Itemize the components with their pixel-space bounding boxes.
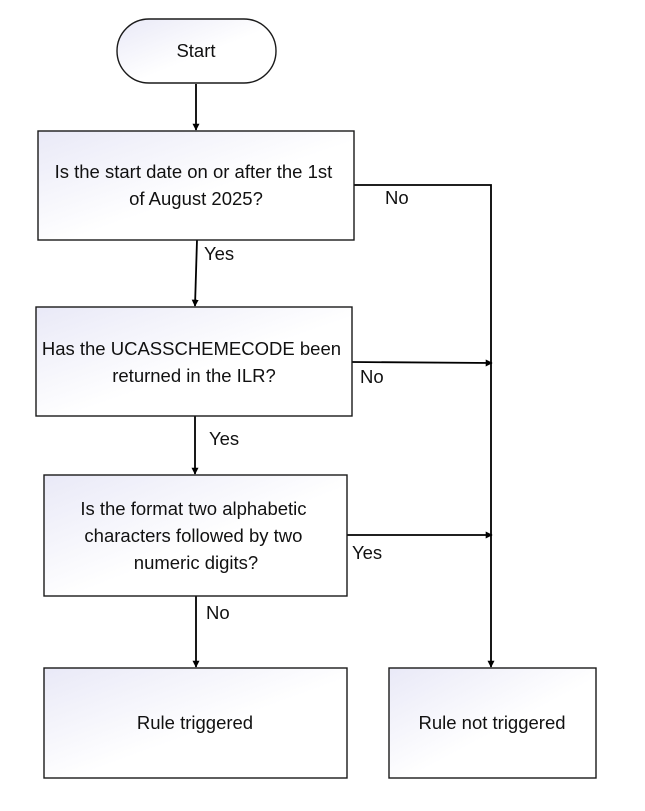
start-label: Start bbox=[176, 40, 215, 61]
edge-label-decision-1-no: No bbox=[385, 187, 409, 208]
start-node: Start bbox=[116, 18, 277, 84]
decision-1-line-1: Is the start date on or after the 1st bbox=[55, 161, 333, 182]
edge-decision-1-yes bbox=[191, 239, 199, 307]
outcome-not-triggered-box bbox=[388, 667, 597, 779]
edge-label-decision-1-yes: Yes bbox=[204, 243, 234, 264]
edge-label-decision-2-yes: Yes bbox=[209, 428, 239, 449]
decision-3-box bbox=[43, 474, 348, 597]
decision-2-text: Has the UCASSCHEMECODE been returned in … bbox=[42, 338, 346, 386]
decision-2-box bbox=[35, 306, 353, 417]
outcome-triggered-box bbox=[43, 667, 348, 779]
decision-3-node: Is the format two alphabetic characters … bbox=[43, 474, 348, 597]
edge-labels: Yes No Yes No Yes No bbox=[204, 187, 409, 623]
edge-decision-1-no bbox=[354, 184, 495, 668]
decision-1-text: Is the start date on or after the 1st of… bbox=[55, 161, 338, 209]
start-terminator-shape bbox=[116, 18, 277, 84]
decision-1-line-2: of August 2025? bbox=[129, 188, 263, 209]
decision-1-node: Is the start date on or after the 1st of… bbox=[37, 130, 355, 241]
decision-2-node: Has the UCASSCHEMECODE been returned in … bbox=[35, 306, 353, 417]
outcome-not-triggered-node: Rule not triggered bbox=[388, 667, 597, 779]
outcome-triggered-label: Rule triggered bbox=[137, 712, 253, 733]
edge-label-decision-3-no: No bbox=[206, 602, 230, 623]
outcome-not-triggered-label: Rule not triggered bbox=[418, 712, 565, 733]
outcome-triggered-node: Rule triggered bbox=[43, 667, 348, 779]
decision-1-box bbox=[37, 130, 355, 241]
connectors bbox=[191, 84, 495, 668]
edge-decision-2-no bbox=[351, 359, 493, 367]
edge-label-decision-3-yes: Yes bbox=[352, 542, 382, 563]
decision-3-text: Is the format two alphabetic characters … bbox=[80, 498, 311, 573]
decision-3-line-1: Is the format two alphabetic bbox=[80, 498, 306, 519]
edge-label-decision-2-no: No bbox=[360, 366, 384, 387]
decision-2-line-1: Has the UCASSCHEMECODE been bbox=[42, 338, 341, 359]
decision-3-line-3: numeric digits? bbox=[134, 552, 258, 573]
decision-3-line-2: characters followed by two bbox=[84, 525, 302, 546]
decision-2-line-2: returned in the ILR? bbox=[112, 365, 276, 386]
